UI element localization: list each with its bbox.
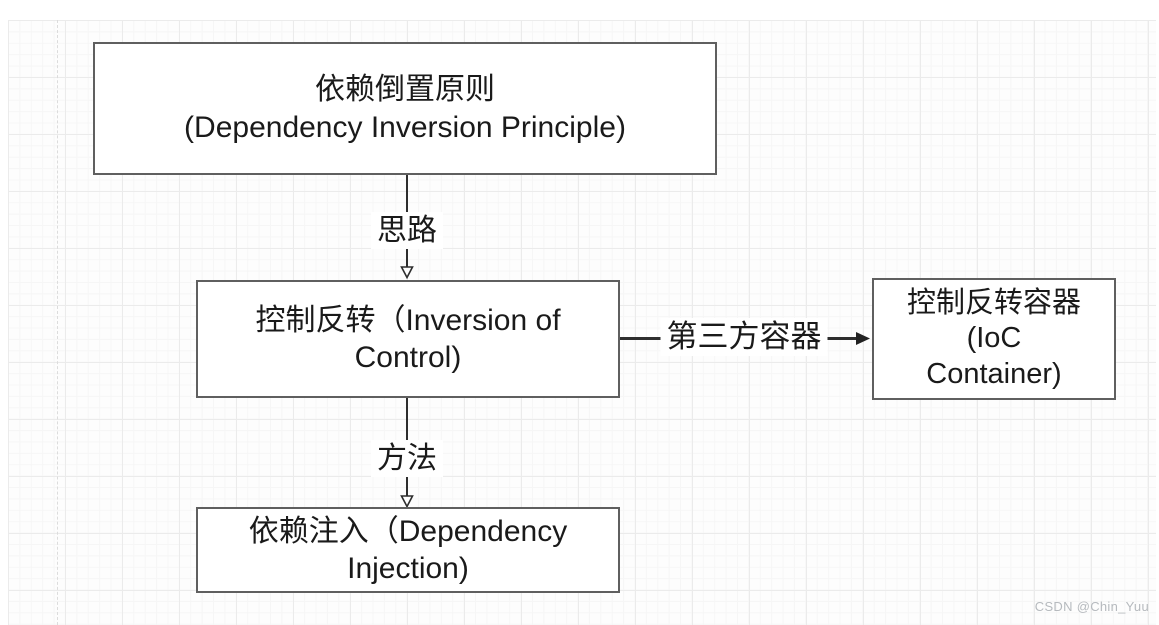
node-label: 依赖注入（Dependency Injection) — [248, 514, 568, 585]
node-ioc-container: 控制反转容器 (IoC Container) — [872, 278, 1116, 400]
node-dependency-injection: 依赖注入（Dependency Injection) — [196, 507, 620, 593]
arrowhead-down-icon — [400, 266, 414, 279]
node-label: 控制反转（Inversion of Control) — [255, 303, 561, 374]
node-inversion-of-control: 控制反转（Inversion of Control) — [196, 280, 620, 398]
arrowhead-right-icon — [856, 332, 870, 345]
arrowhead-down-icon — [400, 495, 414, 508]
edge-label-silu: 思路 — [371, 212, 443, 249]
node-label: 控制反转容器 (IoC Container) — [906, 286, 1081, 390]
edge-label-third-party-container: 第三方容器 — [660, 318, 828, 357]
csdn-watermark: CSDN @Chin_Yuu — [1034, 599, 1149, 614]
node-label: 依赖倒置原则 (Dependency Inversion Principle) — [184, 73, 626, 144]
node-dependency-inversion-principle: 依赖倒置原则 (Dependency Inversion Principle) — [93, 42, 717, 175]
edge-label-fangfa: 方法 — [371, 440, 443, 477]
page-boundary-line — [57, 20, 58, 625]
